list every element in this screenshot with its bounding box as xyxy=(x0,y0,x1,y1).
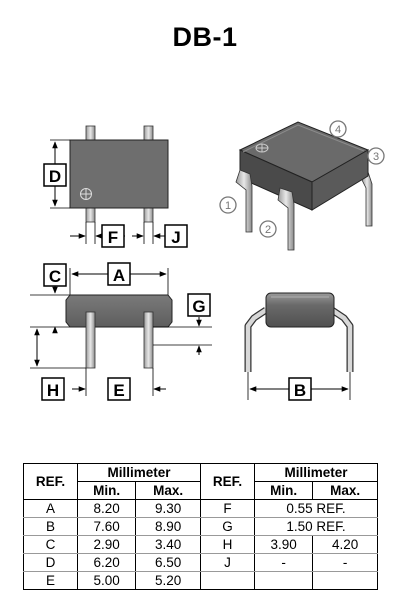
min-cell: 3.90 xyxy=(253,535,314,554)
diagram-title: DB-1 xyxy=(172,22,238,52)
table-row: D 6.20 6.50 J - - xyxy=(23,553,378,572)
dimension-table: REF. Millimeter REF. Millimeter Min. Max… xyxy=(23,463,379,590)
max-cell: - xyxy=(312,553,378,572)
package-drawing: D F J 1 xyxy=(30,120,385,401)
dim-label-b: B xyxy=(294,381,306,400)
dim-label-e: E xyxy=(113,381,124,400)
max-cell: 6.50 xyxy=(135,553,201,572)
max-header-left: Max. xyxy=(135,481,201,500)
max-cell: 9.30 xyxy=(135,499,201,518)
table-row: A 8.20 9.30 F 0.55 REF. xyxy=(23,499,379,518)
max-cell xyxy=(312,571,378,590)
dim-label-j: J xyxy=(171,228,180,247)
svg-text:4: 4 xyxy=(335,124,341,136)
pin-number-1: 1 xyxy=(219,196,237,214)
min-cell xyxy=(253,571,314,590)
max-cell: 3.40 xyxy=(135,535,201,554)
svg-text:1: 1 xyxy=(225,200,231,212)
unit-header-left: Millimeter xyxy=(77,463,201,482)
ref-cell: H xyxy=(199,535,255,554)
min-cell: 8.20 xyxy=(76,499,137,518)
pin-number-3: 3 xyxy=(367,147,385,165)
front-side-view: A C G H E xyxy=(30,262,212,401)
unit-header-right: Millimeter xyxy=(253,463,379,482)
table-row: E 5.00 5.20 xyxy=(23,571,378,590)
ref-cell: E xyxy=(23,571,78,590)
min-cell: 2.90 xyxy=(76,535,137,554)
table-row: C 2.90 3.40 H 3.90 4.20 xyxy=(23,535,378,554)
dim-label-g: G xyxy=(192,297,205,316)
min-cell: 6.20 xyxy=(76,553,137,572)
ref-cell: F xyxy=(199,499,255,518)
ref-cell: C xyxy=(23,535,78,554)
top-view: D F J xyxy=(43,125,188,248)
min-cell: 5.00 xyxy=(76,571,137,590)
dim-label-c: C xyxy=(49,267,61,286)
svg-text:3: 3 xyxy=(373,151,379,163)
ref-header-left: REF. xyxy=(23,463,78,500)
dim-label-f: F xyxy=(108,228,118,247)
ref-cell: B xyxy=(23,517,78,536)
min-header-left: Min. xyxy=(76,481,137,500)
dim-label-d: D xyxy=(49,167,61,186)
ref-value-cell: 1.50 REF. xyxy=(253,517,379,536)
end-side-view: B xyxy=(244,292,354,401)
isometric-view: 1 2 3 4 xyxy=(219,120,385,251)
ref-header-right: REF. xyxy=(199,463,255,500)
max-cell: 8.90 xyxy=(135,517,201,536)
max-cell: 4.20 xyxy=(312,535,378,554)
pin-number-2: 2 xyxy=(259,220,277,238)
dim-label-a: A xyxy=(113,266,125,285)
ref-cell: G xyxy=(199,517,255,536)
max-cell: 5.20 xyxy=(135,571,201,590)
min-cell: - xyxy=(253,553,314,572)
min-header-right: Min. xyxy=(253,481,314,500)
ref-cell: J xyxy=(199,553,255,572)
ref-cell: D xyxy=(23,553,78,572)
table-row: B 7.60 8.90 G 1.50 REF. xyxy=(23,517,379,536)
min-cell: 7.60 xyxy=(76,517,137,536)
ref-cell xyxy=(199,571,255,590)
svg-text:2: 2 xyxy=(265,224,271,236)
dim-label-h: H xyxy=(47,381,59,400)
max-header-right: Max. xyxy=(312,481,378,500)
pin-number-4: 4 xyxy=(329,120,347,138)
ref-value-cell: 0.55 REF. xyxy=(253,499,379,518)
ref-cell: A xyxy=(23,499,78,518)
top-view-body xyxy=(69,139,169,209)
